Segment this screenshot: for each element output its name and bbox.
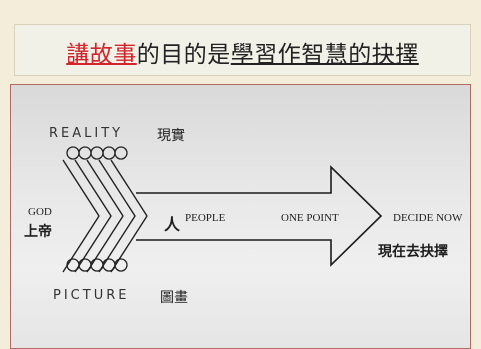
arrow-diagram: [62, 146, 383, 273]
title-band: 講故事的目的是學習作智慧的抉擇: [14, 24, 471, 76]
title-underlined: 學習作智慧的抉擇: [230, 42, 419, 68]
diagram-photo: REALITY 現實 GOD 上帝 人 PEOPLE ONE POINT DEC…: [10, 84, 471, 349]
title-highlight: 講故事: [66, 42, 137, 68]
title-middle: 的目的是: [136, 42, 231, 68]
chevron-5: [110, 159, 148, 273]
chevron-4: [98, 159, 136, 273]
god-cn-label: 上帝: [24, 224, 52, 240]
decide-now-cn-label: 現在去抉擇: [378, 244, 448, 260]
chevron-2: [74, 159, 112, 273]
rings-bottom: [66, 258, 128, 272]
reality-label: REALITY: [49, 126, 124, 141]
picture-cn-label: 圖畫: [160, 290, 188, 306]
chevron-tails: [62, 159, 148, 273]
slide-title: 講故事的目的是學習作智慧的抉擇: [15, 35, 470, 69]
reality-cn-label: 現實: [157, 128, 185, 144]
people-label: PEOPLE: [185, 212, 226, 224]
chevron-3: [86, 159, 124, 273]
rings-top: [66, 146, 128, 160]
god-label: GOD: [28, 206, 52, 218]
decide-now-label: DECIDE NOW: [393, 212, 463, 224]
chevron-1: [62, 159, 100, 273]
people-cn-label: 人: [164, 215, 181, 234]
picture-label: PICTURE: [53, 288, 130, 303]
arrow-body: [136, 165, 383, 267]
one-point-label: ONE POINT: [281, 212, 339, 224]
